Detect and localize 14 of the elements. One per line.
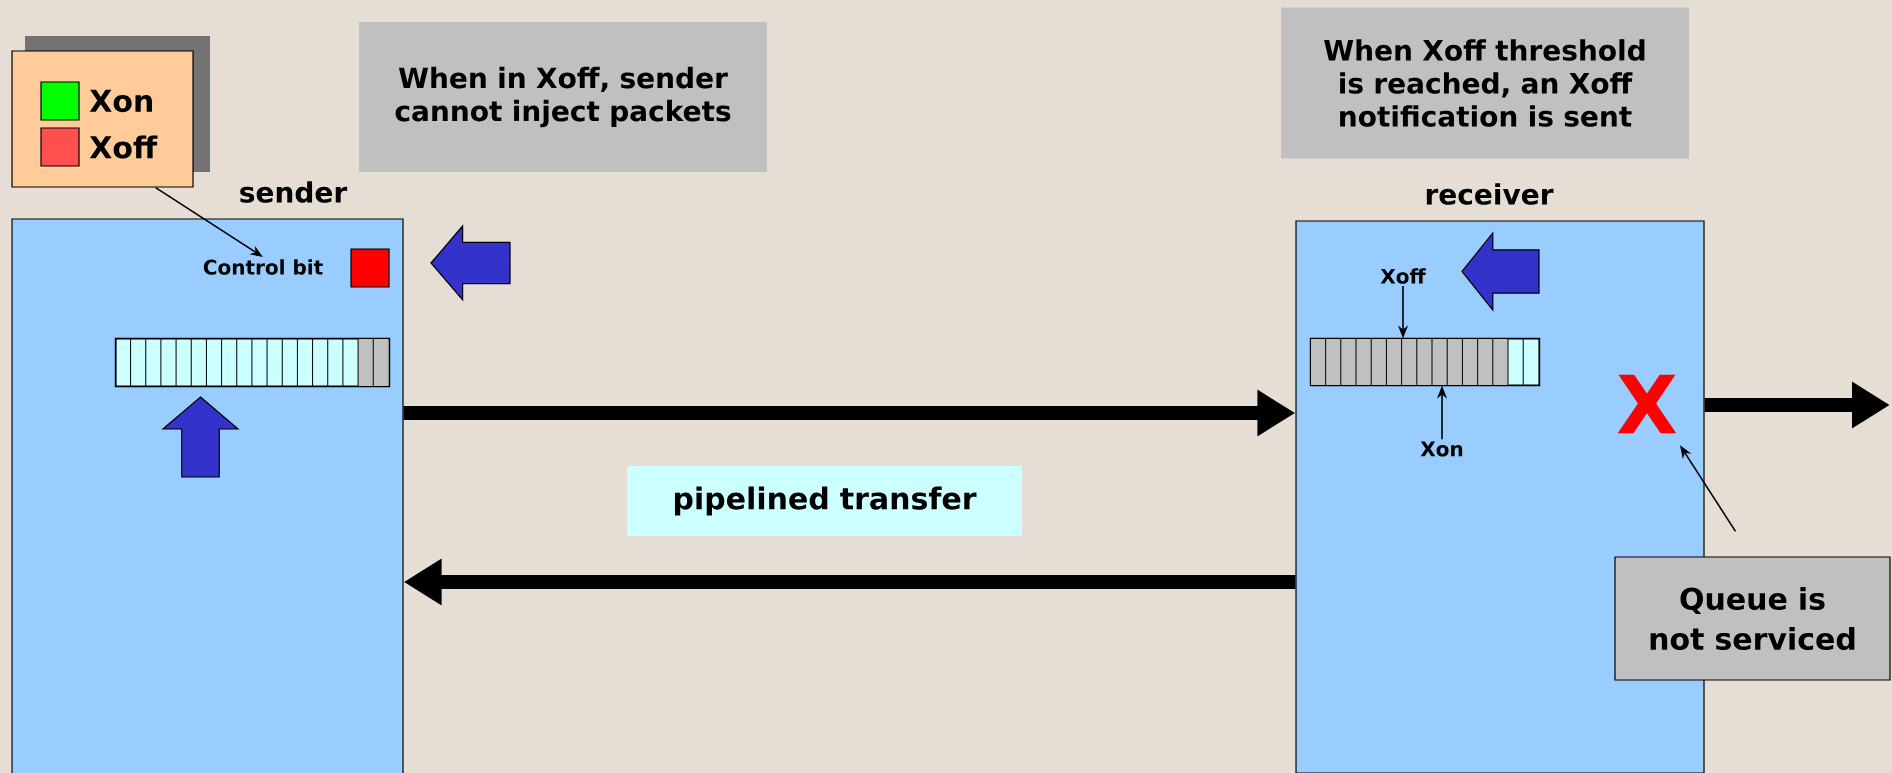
- legend-text: Xon: [89, 89, 152, 113]
- text-label: Xon: [1420, 441, 1463, 457]
- cross-mark: X: [1617, 374, 1677, 434]
- note-box: Queue is not serviced: [1614, 556, 1891, 681]
- text-label: Xoff: [1380, 268, 1426, 284]
- text-label: Control bit: [203, 259, 323, 275]
- legend-text: Xoff: [89, 135, 158, 159]
- box-heading: receiver: [1426, 183, 1554, 205]
- note-box: When in Xoff, sender cannot inject packets: [359, 22, 767, 172]
- note-box: When Xoff threshold is reached, an Xoff notification is sent: [1281, 7, 1689, 159]
- queue-drawing: [114, 337, 391, 388]
- box-heading: sender: [240, 181, 348, 203]
- queue-drawing: [1309, 337, 1541, 387]
- caption-box: pipelined transfer: [627, 466, 1022, 536]
